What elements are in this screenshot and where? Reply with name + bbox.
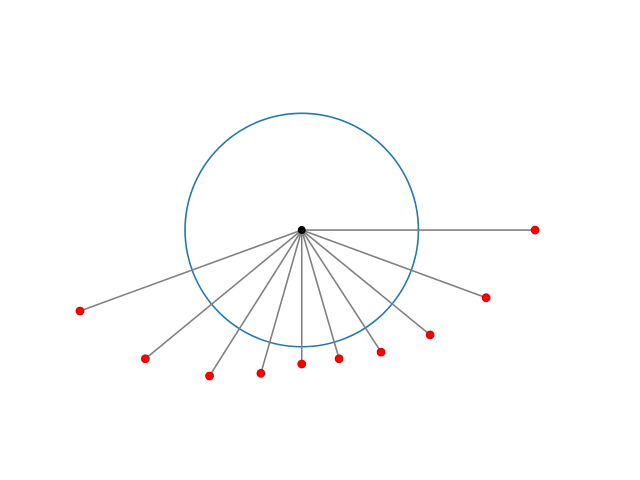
endpoints-layer	[75, 225, 540, 381]
rays-layer	[79, 229, 536, 377]
center-layer	[297, 226, 306, 235]
endpoint-marker-7	[256, 368, 266, 378]
endpoint-marker-4	[376, 347, 386, 357]
center-point	[297, 226, 306, 235]
endpoint-marker-8	[205, 371, 214, 381]
endpoint-marker-10	[75, 306, 85, 316]
endpoint-marker-6	[297, 359, 307, 369]
ray-line-2	[301, 229, 487, 299]
ray-line-10	[79, 229, 303, 312]
endpoint-marker-3	[425, 330, 435, 340]
ray-line-8	[208, 229, 303, 377]
ray-line-5	[300, 229, 340, 359]
ray-line-4	[301, 229, 382, 353]
ray-line-7	[260, 229, 303, 374]
ray-line-3	[301, 229, 431, 336]
endpoint-marker-2	[481, 293, 491, 303]
endpoint-marker-5	[334, 354, 344, 364]
ray-line-9	[144, 229, 303, 360]
endpoint-marker-9	[140, 354, 150, 364]
endpoint-marker-1	[530, 225, 540, 235]
